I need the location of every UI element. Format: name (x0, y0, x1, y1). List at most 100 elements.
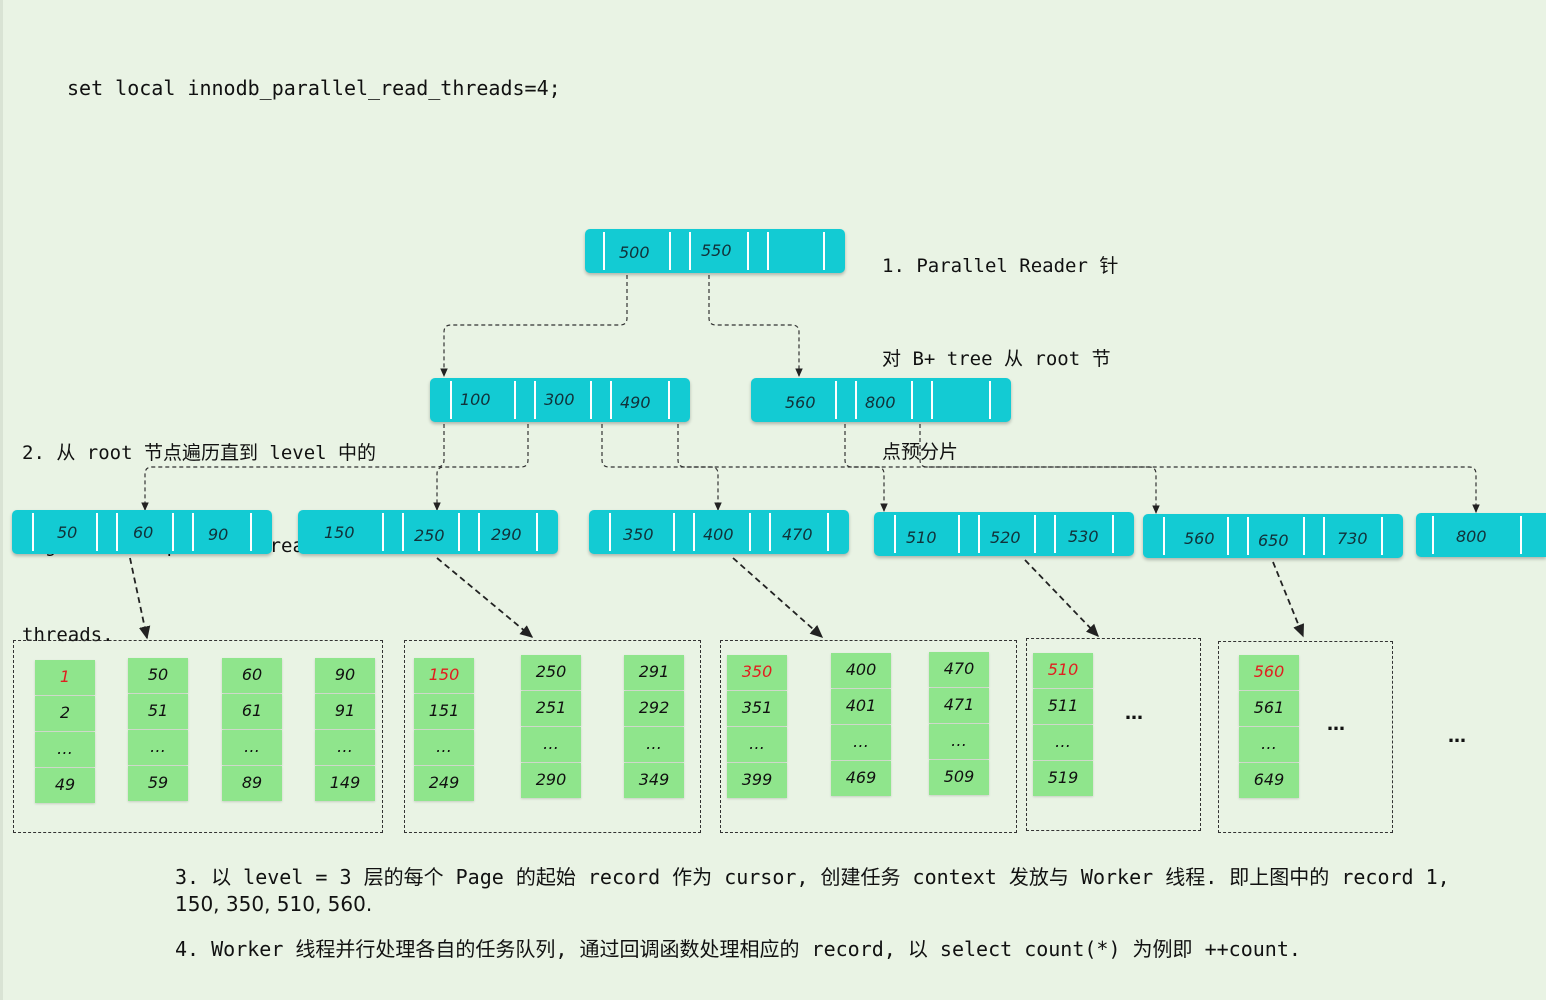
node-key: 300 (544, 390, 575, 409)
node-key: 90 (208, 525, 229, 544)
node-key: 490 (620, 393, 651, 412)
level2-node-a: 100 300 490 (430, 378, 690, 422)
node-separator (478, 513, 480, 551)
record-value: … (1261, 734, 1277, 753)
record-value: 251 (535, 698, 567, 717)
node-separator (590, 381, 592, 419)
record-cell: 49 (35, 768, 95, 803)
record-value: 91 (334, 701, 356, 720)
node-key: 60 (133, 523, 154, 542)
record-value: … (436, 737, 452, 756)
node-separator (747, 232, 749, 270)
node-separator (1247, 517, 1249, 555)
record-value: 350 (741, 662, 773, 681)
node-separator (669, 232, 671, 270)
node-key: 730 (1337, 529, 1368, 548)
node-separator (823, 232, 825, 270)
b-to-leaf-6 (919, 424, 1480, 513)
record-value: 649 (1253, 770, 1285, 789)
node-separator (749, 513, 751, 551)
node-separator (536, 513, 538, 551)
node-key: 550 (701, 241, 732, 260)
record-cell: 89 (222, 766, 282, 801)
node-separator (668, 381, 670, 419)
node-separator (827, 513, 829, 551)
node-key: 800 (865, 393, 896, 412)
node-separator (1034, 515, 1036, 553)
arrow-to-leafbox-4 (1024, 559, 1099, 638)
footer-line-4: 4. Worker 线程并行处理各自的任务队列, 通过回调函数处理相应的 rec… (175, 937, 1301, 961)
record-cell: 250 (521, 655, 581, 690)
record-cell: … (128, 730, 188, 765)
record-value: 1 (59, 667, 71, 686)
record-value: 249 (428, 773, 460, 792)
root-to-node-a (440, 275, 628, 377)
record-value: 90 (334, 665, 356, 684)
record-value: 561 (1253, 698, 1285, 717)
record-cell: 561 (1239, 691, 1299, 726)
root-to-node-b (708, 275, 803, 377)
record-value: 511 (1047, 696, 1079, 715)
record-value: 151 (428, 701, 460, 720)
record-cell: 510 (1033, 653, 1093, 688)
node-separator (1520, 516, 1522, 554)
ellipsis: … (1327, 714, 1345, 735)
record-cell: … (831, 725, 891, 760)
level3-node-4: 510 520 530 (874, 512, 1134, 556)
node-separator (769, 513, 771, 551)
node-separator (116, 513, 118, 551)
record-value: … (853, 732, 869, 751)
record-cell: 59 (128, 766, 188, 801)
a-to-leaf-3 (601, 424, 722, 511)
node-key: 150 (324, 523, 355, 542)
node-separator (382, 513, 384, 551)
record-value: 149 (329, 773, 361, 792)
record-value: 51 (147, 701, 169, 720)
trailing-ellipsis: … (1448, 726, 1466, 747)
record-value: 560 (1253, 662, 1285, 681)
level3-node-2: 150 250 290 (298, 510, 558, 554)
record-value: … (244, 737, 260, 756)
record-value: 291 (638, 662, 670, 681)
record-cell: 90 (315, 658, 375, 693)
record-cell: 149 (315, 766, 375, 801)
node-key: 350 (623, 525, 654, 544)
record-cell: 1 (35, 660, 95, 695)
node-separator (1381, 517, 1383, 555)
record-cell: 51 (128, 694, 188, 729)
arrow-to-leafbox-5 (1272, 561, 1305, 638)
record-value: 60 (241, 665, 263, 684)
record-cell: 519 (1033, 761, 1093, 796)
record-cell: 400 (831, 653, 891, 688)
a-to-leaf-2 (433, 424, 529, 511)
b-to-leaf-5 (844, 424, 1160, 514)
record-cell: … (35, 732, 95, 767)
node-separator (835, 381, 837, 419)
record-cell: 60 (222, 658, 282, 693)
record-cell: 399 (727, 763, 787, 798)
node-key: 510 (906, 528, 937, 547)
record-cell: 151 (414, 694, 474, 729)
record-cell: 61 (222, 694, 282, 729)
record-value: 150 (428, 665, 460, 684)
node-separator (534, 381, 536, 419)
level2-node-b: 560 800 (751, 378, 1011, 422)
ellipsis: … (1125, 703, 1143, 724)
record-value: 519 (1047, 768, 1079, 787)
record-value: 2 (59, 703, 71, 722)
record-cell: 350 (727, 655, 787, 690)
record-value: 292 (638, 698, 670, 717)
leaf-page-group-3: 350 351 … 399 400 401 … 469 470 471 … 50… (720, 640, 1017, 833)
record-value: … (150, 737, 166, 756)
node-separator (172, 513, 174, 551)
record-cell: 2 (35, 696, 95, 731)
record-value: 471 (943, 695, 975, 714)
node-key: 500 (619, 243, 650, 262)
record-cell: 291 (624, 655, 684, 690)
record-value: 509 (943, 767, 975, 786)
record-cell: 290 (521, 763, 581, 798)
arrow-to-leafbox-2 (436, 557, 534, 638)
record-value: … (951, 731, 967, 750)
node-separator (767, 232, 769, 270)
node-key: 530 (1068, 527, 1099, 546)
